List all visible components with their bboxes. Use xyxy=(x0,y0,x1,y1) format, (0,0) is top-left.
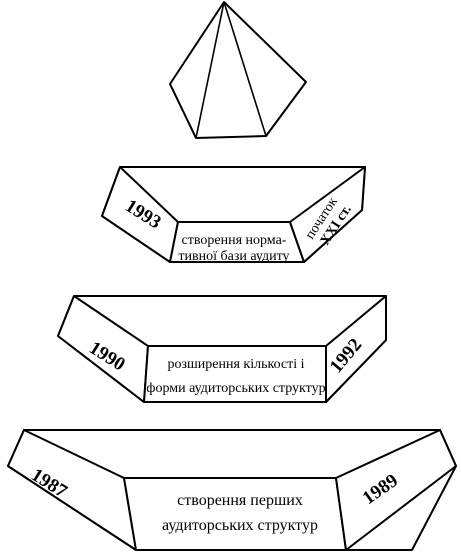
level-top xyxy=(101,166,366,263)
level-middle-right-face xyxy=(325,295,387,403)
level-bottom-right-face xyxy=(335,429,457,551)
middle-label-line2: форми аудиторських структур xyxy=(146,381,325,396)
level-top-right-face xyxy=(289,166,366,263)
middle-label-line1: розширення кількості і xyxy=(167,357,304,372)
level-bottom-front-face xyxy=(123,477,347,551)
bottom-label-line1: створення перших xyxy=(177,492,303,509)
bottom-label-line2: аудиторських структур xyxy=(162,517,318,534)
level-bottom xyxy=(7,429,457,551)
top-label-line1: створення норма- xyxy=(182,233,287,248)
apex-pyramid xyxy=(169,1,307,139)
top-label-line2: тивної бази аудиту xyxy=(178,249,289,264)
level-middle xyxy=(57,295,387,403)
